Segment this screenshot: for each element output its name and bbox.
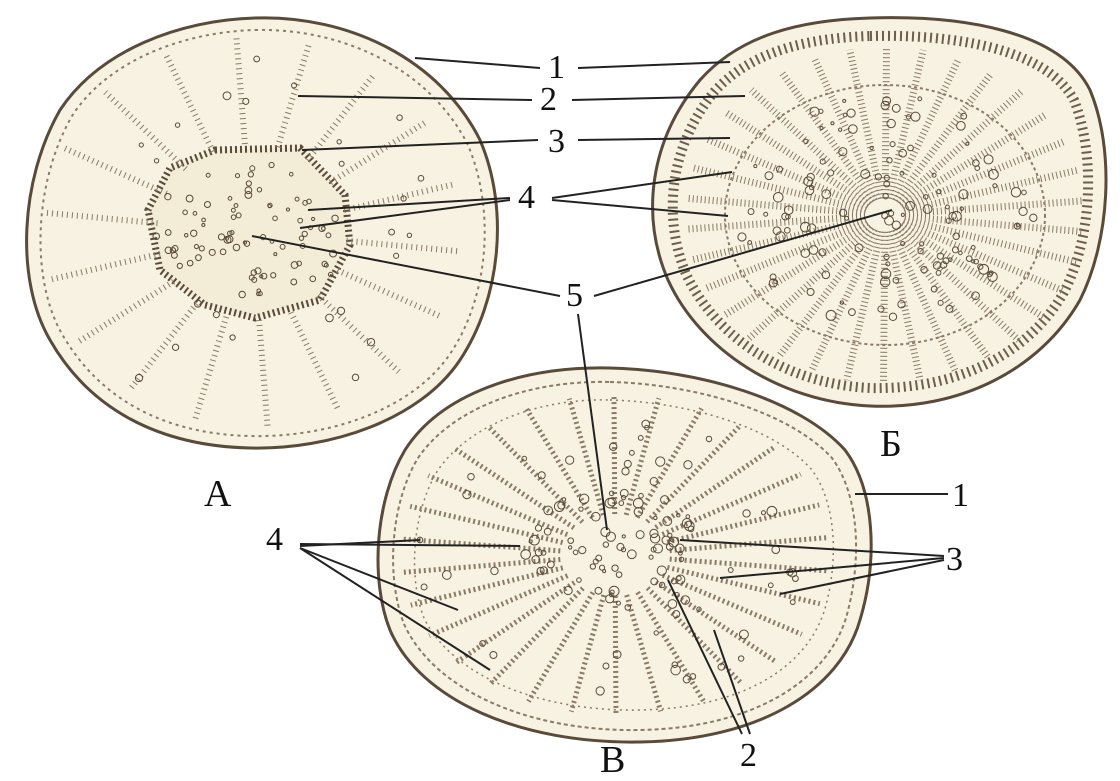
section-v-outline [378, 368, 871, 742]
callout-3-top: 3 [548, 123, 565, 160]
callout-5-top: 5 [566, 277, 583, 314]
callout-1-v: 1 [952, 477, 969, 514]
section-b-outline [653, 18, 1106, 407]
leader-1-a [415, 58, 540, 68]
callout-4-v: 4 [266, 521, 283, 558]
leader-1-b [578, 62, 730, 68]
section-v-letter: В [600, 739, 625, 776]
section-a [27, 18, 498, 448]
section-b [653, 18, 1106, 407]
callout-3-v: 3 [946, 541, 963, 578]
callout-2-v: 2 [740, 737, 757, 774]
callout-2-top: 2 [540, 81, 557, 118]
section-v [378, 368, 871, 742]
section-b-letter: Б [880, 423, 902, 465]
section-a-letter: А [204, 473, 232, 515]
callout-4-top: 4 [518, 179, 535, 216]
